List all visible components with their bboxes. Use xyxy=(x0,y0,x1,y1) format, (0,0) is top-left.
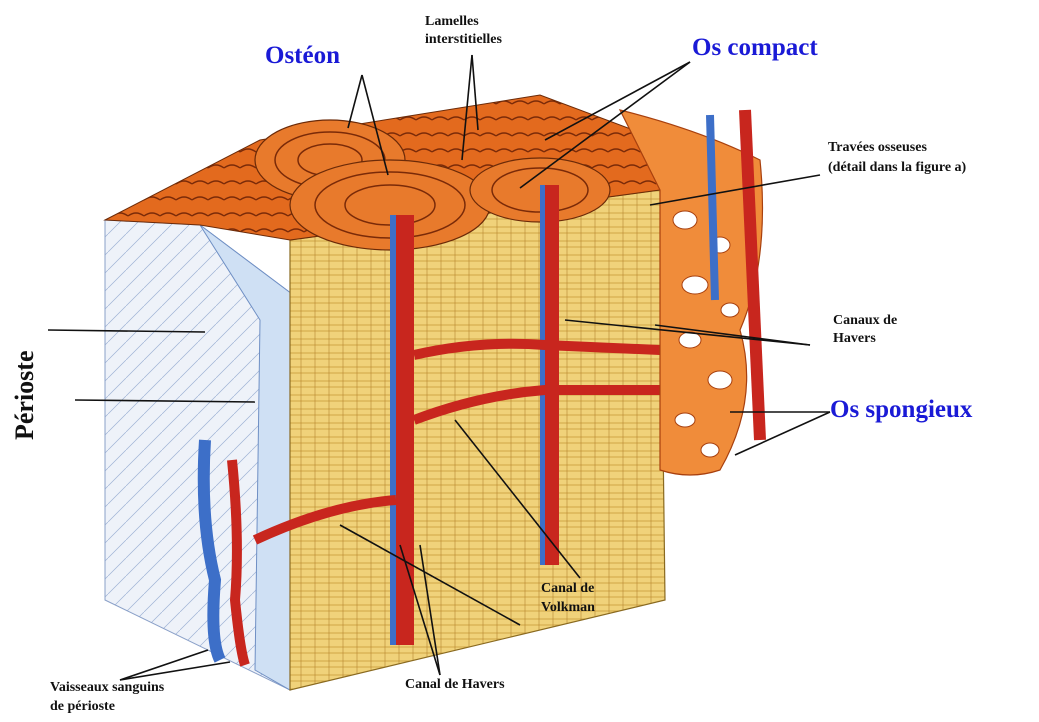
label-os-compact: Os compact xyxy=(692,34,818,63)
label-travees-line2: (détail dans la figure a) xyxy=(828,160,966,176)
label-canaux-line1: Canaux de xyxy=(833,313,897,329)
label-travees-line1: Travées osseuses xyxy=(828,140,927,156)
label-canal-havers: Canal de Havers xyxy=(405,677,505,693)
compact-bone-block xyxy=(290,190,665,690)
label-perioste: Périoste xyxy=(10,350,40,440)
label-lamelles-line2: interstitielles xyxy=(425,32,502,48)
label-vaisseaux-line1: Vaisseaux sanguins xyxy=(50,680,164,696)
label-vaisseaux-line2: de périoste xyxy=(50,699,115,715)
havers-vessel-1-blue xyxy=(390,215,396,645)
label-canaux-line2: Havers xyxy=(833,331,876,347)
label-canal-volkman-line2: Volkman xyxy=(541,600,595,616)
havers-vessel-2 xyxy=(545,185,559,565)
label-os-spongieux: Os spongieux xyxy=(830,396,972,425)
spongy-vessel-vein xyxy=(710,115,715,300)
havers-vessel-2-blue xyxy=(540,185,545,565)
label-osteon: Ostéon xyxy=(265,42,340,71)
label-lamelles-line1: Lamelles xyxy=(425,14,479,30)
label-canal-volkman-line1: Canal de xyxy=(541,581,594,597)
